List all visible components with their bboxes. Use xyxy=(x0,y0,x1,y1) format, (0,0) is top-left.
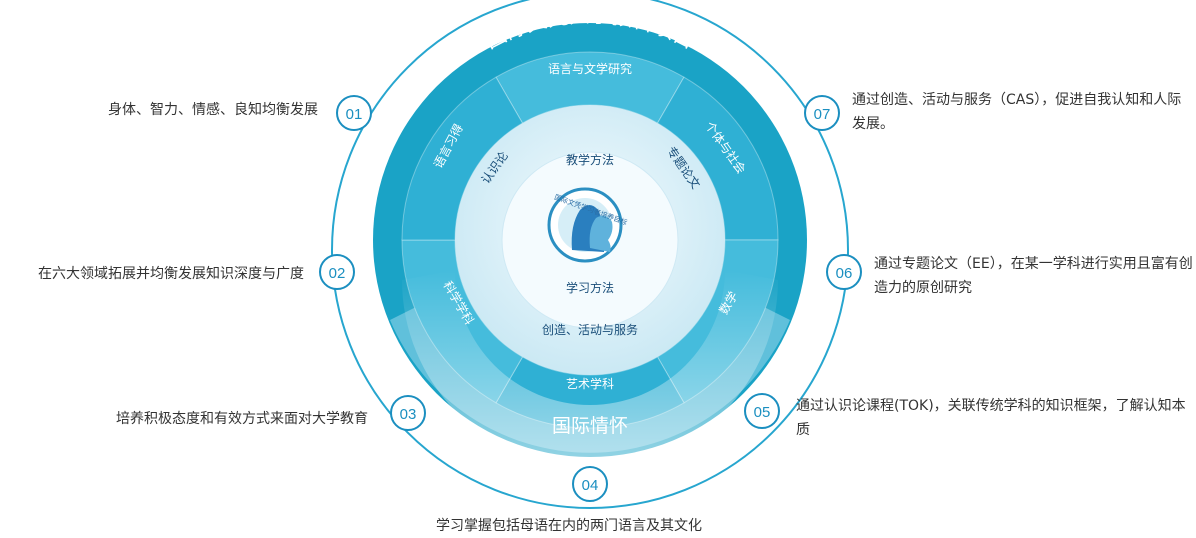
badge-circle xyxy=(744,393,780,429)
learner-profile-logo xyxy=(547,187,623,263)
point-05-text: 通过认识论课程(TOK)，关联传统学科的知识框架，了解认知本质 xyxy=(796,398,1186,438)
badge-circle xyxy=(572,466,608,502)
point-03-text: 培养积极态度和有效方式来面对大学教育 xyxy=(116,411,368,427)
core-label-cas: 创造、活动与服务 xyxy=(542,322,638,337)
badge-number: 05 xyxy=(754,404,771,421)
center-learning-label: 学习方法 xyxy=(566,280,614,295)
outer-bottom-label: 国际情怀 xyxy=(552,415,628,437)
badge-05: 05 xyxy=(744,393,780,429)
segment-label-arts: 艺术学科 xyxy=(566,376,614,391)
badge-01: 01 xyxy=(336,95,372,131)
badge-number: 01 xyxy=(346,106,363,123)
orbit-circle xyxy=(331,0,849,509)
badge-circle xyxy=(336,95,372,131)
segment-label-language-literature: 语言与文学研究 xyxy=(548,61,632,76)
badge-number: 06 xyxy=(836,265,853,282)
badges: 01 02 03 04 05 06 07 xyxy=(319,95,862,502)
point-07-text: 通过创造、活动与服务（CAS），促进自我认知和人际发展。 xyxy=(852,92,1182,132)
point-04-text: 学习掌握包括母语在内的两门语言及其文化 xyxy=(436,518,702,534)
badge-circle xyxy=(390,395,426,431)
badge-circle xyxy=(319,254,355,290)
badge-circle xyxy=(804,95,840,131)
point-02-text: 在六大领域拓展并均衡发展知识深度与广度 xyxy=(38,266,304,282)
badge-number: 04 xyxy=(582,477,599,494)
badge-06: 06 xyxy=(826,254,862,290)
point-06-text: 通过专题论文（EE），在某一学科进行实用且富有创造力的原创研究 xyxy=(874,256,1193,296)
point-01-text: 身体、智力、情感、良知均衡发展 xyxy=(108,102,318,118)
badge-04: 04 xyxy=(572,466,608,502)
badge-03: 03 xyxy=(390,395,426,431)
badge-number: 02 xyxy=(329,265,346,282)
center-teaching-label: 教学方法 xyxy=(566,152,614,167)
badge-number: 07 xyxy=(814,106,831,123)
badge-number: 03 xyxy=(400,406,417,423)
badge-07: 07 xyxy=(804,95,840,131)
badge-circle xyxy=(826,254,862,290)
badge-02: 02 xyxy=(319,254,355,290)
segment-ring-highlight xyxy=(402,270,778,468)
